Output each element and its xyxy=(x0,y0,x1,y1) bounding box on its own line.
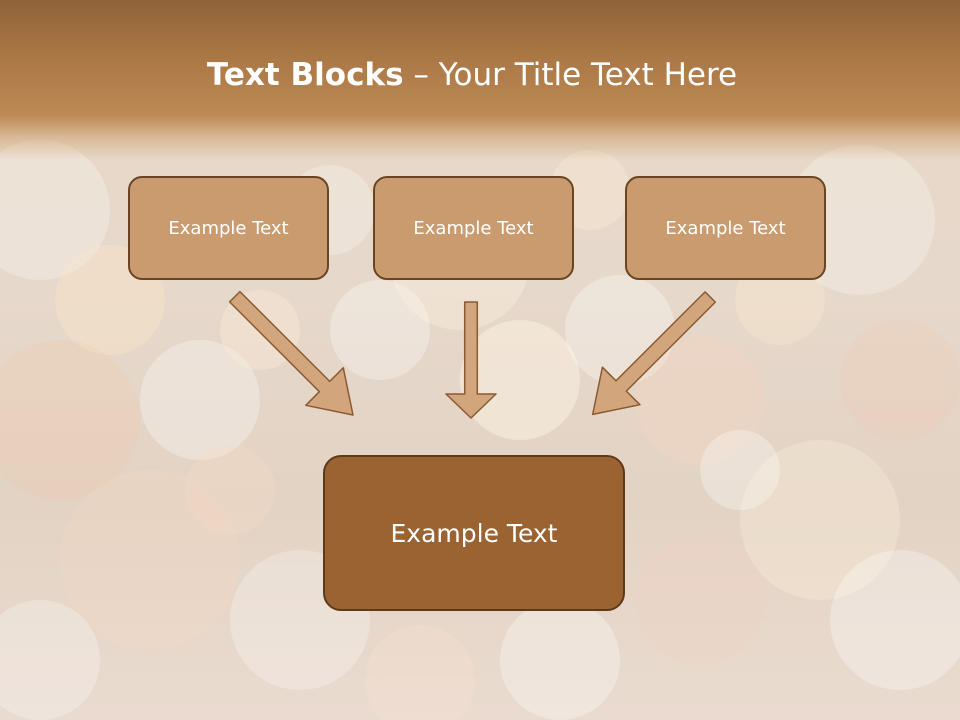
text-block-left[interactable]: Example Text xyxy=(128,176,329,280)
arrow-down-right-icon xyxy=(228,290,354,416)
text-block-middle[interactable]: Example Text xyxy=(373,176,574,280)
arrow-down-icon xyxy=(445,301,497,419)
text-block-target-label: Example Text xyxy=(390,518,558,548)
header-band xyxy=(0,0,960,160)
text-block-left-label: Example Text xyxy=(168,217,289,239)
text-block-right[interactable]: Example Text xyxy=(625,176,826,280)
title-rest: Your Title Text Here xyxy=(438,57,738,93)
text-block-target[interactable]: Example Text xyxy=(323,455,625,611)
slide-title: Text Blocks – Your Title Text Here xyxy=(0,52,944,98)
title-bold: Text Blocks xyxy=(206,57,404,93)
text-block-right-label: Example Text xyxy=(665,217,786,239)
arrow-down-left-icon xyxy=(591,291,717,416)
text-block-middle-label: Example Text xyxy=(413,217,534,239)
title-dash: – xyxy=(413,57,429,93)
